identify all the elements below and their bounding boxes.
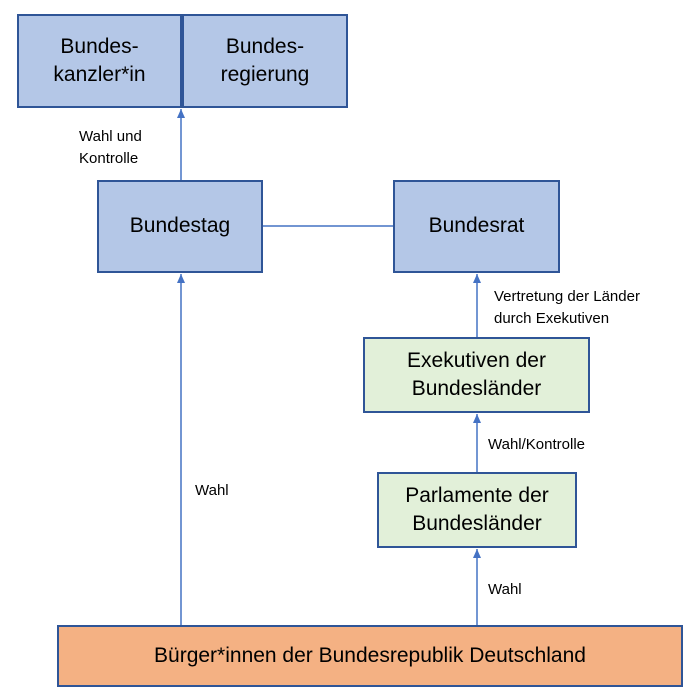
node-parlamente-line1: Parlamente der [405, 483, 549, 507]
label-wahl-und-kontrolle: Wahl und Kontrolle [79, 126, 142, 170]
node-exekutiven: Exekutiven der Bundesländer [363, 337, 590, 413]
node-bundesregierung-line1: Bundes- [225, 34, 305, 58]
node-exekutiven-line2: Bundesländer [411, 377, 542, 400]
label-wahl-kontrolle-laender: Wahl/Kontrolle [488, 434, 585, 456]
label-wahl-und-kontrolle-line2: Kontrolle [79, 149, 139, 167]
label-vertretung: Vertretung der Länder durch Exekutiven [494, 286, 640, 330]
label-wahl-parlamente: Wahl [488, 579, 522, 601]
node-buerger-label: Bürger*innen der Bundesrepublik Deutschl… [154, 643, 586, 667]
node-bundesrat-label: Bundesrat [428, 214, 525, 238]
node-exekutiven-line1: Exekutiven der [407, 348, 546, 372]
node-bundeskanzlerin-line2: kanzler*in [53, 63, 146, 86]
label-wahl-bundestag-text: Wahl [195, 482, 229, 499]
label-vertretung-line1: Vertretung der Länder [494, 288, 640, 305]
node-parlamente: Parlamente der Bundesländer [377, 472, 577, 548]
node-bundeskanzlerin: Bundes- kanzler*in [17, 14, 182, 108]
label-vertretung-line2: durch Exekutiven [494, 309, 610, 327]
label-wahl-kontrolle-laender-text: Wahl/Kontrolle [488, 436, 585, 453]
node-bundestag: Bundestag [97, 180, 263, 273]
node-bundesrat: Bundesrat [393, 180, 560, 273]
node-bundesregierung-line2: regierung [220, 63, 310, 86]
node-bundesregierung: Bundes- regierung [182, 14, 348, 108]
node-bundeskanzlerin-line1: Bundes- [60, 34, 139, 58]
node-parlamente-line2: Bundesländer [412, 512, 542, 535]
label-wahl-bundestag: Wahl [195, 480, 229, 502]
node-buerger: Bürger*innen der Bundesrepublik Deutschl… [57, 625, 683, 687]
node-bundestag-label: Bundestag [129, 214, 231, 238]
label-wahl-und-kontrolle-line1: Wahl und [79, 128, 142, 145]
label-wahl-parlamente-text: Wahl [488, 581, 522, 598]
